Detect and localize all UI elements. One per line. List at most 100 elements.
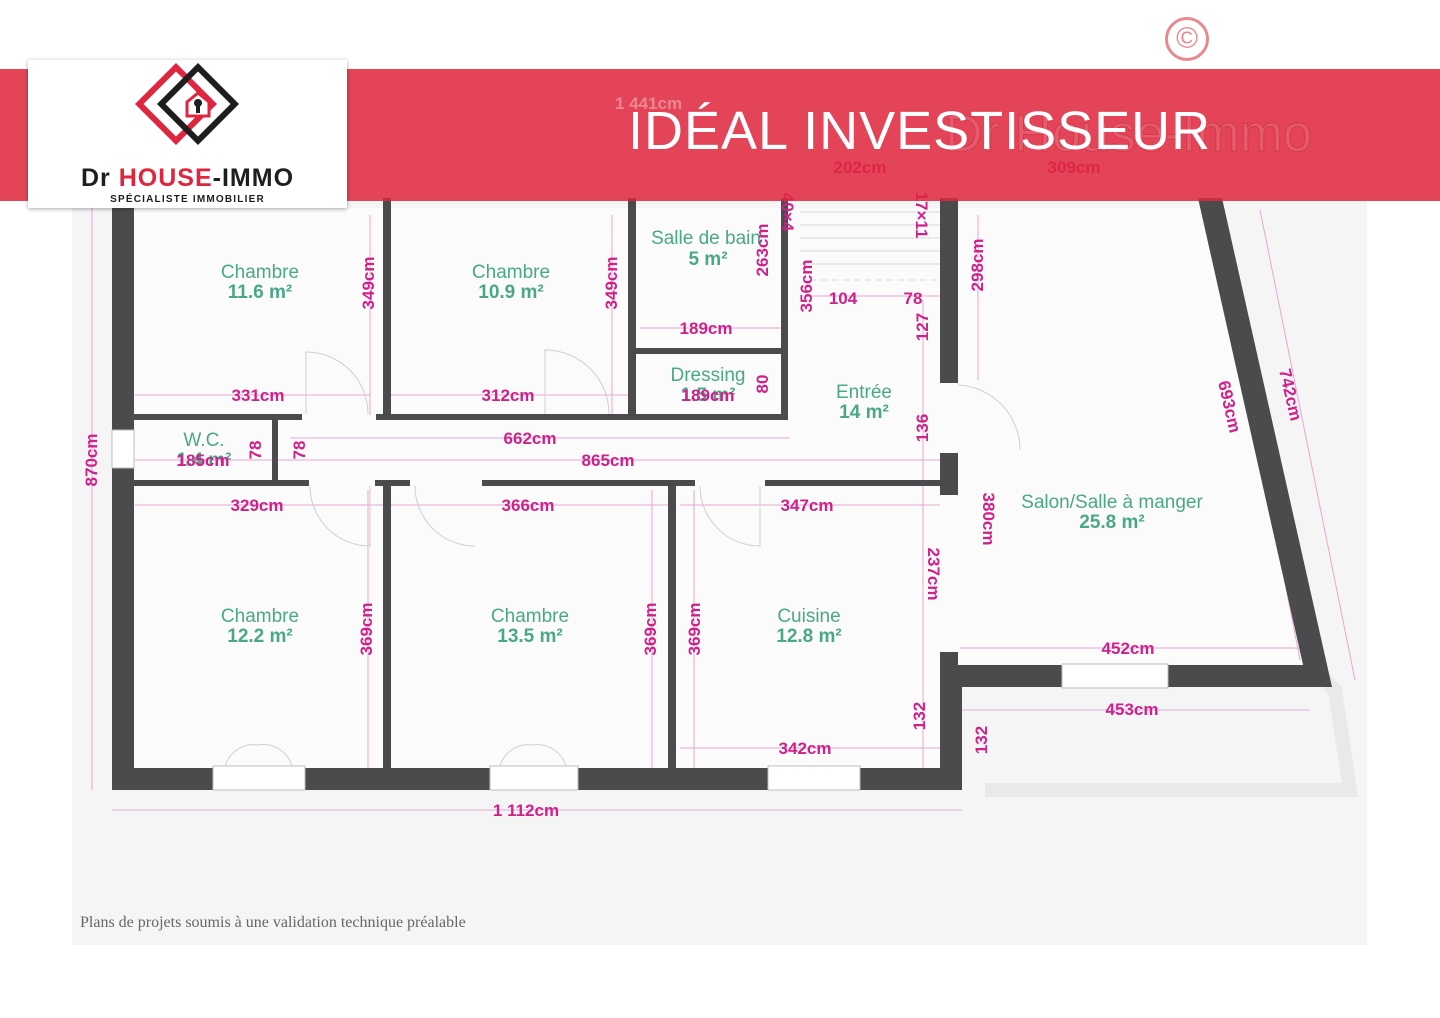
dim-662: 662cm xyxy=(504,429,557,448)
dim-349a: 349cm xyxy=(359,257,378,310)
logo-tagline: SPÉCIALISTE IMMOBILIER xyxy=(110,194,265,205)
logo: Dr HOUSE-IMMO SPÉCIALISTE IMMOBILIER xyxy=(28,60,347,208)
wall-salon-bottom-2 xyxy=(1168,665,1310,687)
wall-corridor-top-2 xyxy=(376,414,788,420)
room-name-dressing: Dressing xyxy=(671,365,746,386)
logo-brand-dash: - xyxy=(212,164,222,192)
dim-369a: 369cm xyxy=(357,603,376,656)
dim-865: 865cm xyxy=(582,451,635,470)
room-area-dressing: 1.5 m² xyxy=(681,385,736,406)
wall-ch4-kitchen xyxy=(668,485,676,770)
dim-132b: 132 xyxy=(972,726,991,754)
wall-ch3-ch4 xyxy=(383,485,391,770)
dim-356: 356cm xyxy=(797,260,816,313)
dim-189b: 189cm xyxy=(682,386,735,405)
dim-127: 127 xyxy=(913,313,932,341)
dim-366: 366cm xyxy=(502,496,555,515)
wall-slanted-right xyxy=(1198,198,1332,687)
logo-brand-text: Dr HOUSE-IMMO xyxy=(28,164,347,193)
wall-corridor-bottom-3 xyxy=(482,480,695,486)
dim-380: 380cm xyxy=(979,493,998,546)
dim-369b: 369cm xyxy=(641,603,660,656)
wall-bottom-1 xyxy=(112,768,213,790)
room-name-entree: Entrée xyxy=(836,382,892,403)
page-title: IDÉAL INVESTISSEUR xyxy=(628,101,1212,161)
logo-brand-dr: Dr xyxy=(80,164,111,192)
dim-453: 453cm xyxy=(1106,700,1159,719)
room-labels: Chambre 11.6 m² Chambre 10.9 m² Salle de… xyxy=(177,228,1204,647)
room-area-entree: 14 m² xyxy=(839,402,889,423)
floor-area xyxy=(112,208,1310,785)
wall-step xyxy=(940,665,962,790)
dim-331: 331cm xyxy=(232,386,285,405)
wall-corridor-top-1 xyxy=(134,414,302,420)
dim-1112: 1 112cm xyxy=(493,801,559,820)
window-1 xyxy=(212,765,306,791)
wall-entry-upper xyxy=(940,198,958,383)
dim-342: 342cm xyxy=(779,739,832,758)
footnote: Plans de projets soumis à une validation… xyxy=(80,914,466,931)
dim-17x11: 17×11 xyxy=(912,192,931,239)
wall-bath-stairs xyxy=(781,198,788,418)
wall-corridor-bottom-4 xyxy=(765,480,945,486)
dim-263: 263cm xyxy=(753,224,772,277)
window-4 xyxy=(1061,663,1169,689)
wall-ch1-ch2 xyxy=(383,198,391,418)
wall-entry-lower xyxy=(940,453,958,495)
room-name-chambre-1: Chambre xyxy=(221,262,299,283)
wall-ch2-bath xyxy=(628,198,636,418)
dim-329: 329cm xyxy=(231,496,284,515)
wall-bottom-2 xyxy=(305,768,490,790)
dim-369c: 369cm xyxy=(685,603,704,656)
room-name-wc: W.C. xyxy=(183,430,224,451)
logo-brand-house: HOUSE xyxy=(118,164,213,192)
dim-185: 185cm xyxy=(177,451,230,470)
copyright-icon: © xyxy=(1165,17,1209,61)
room-name-chambre-2: Chambre xyxy=(472,262,550,283)
wall-bottom-3 xyxy=(578,768,768,790)
dim-104: 104 xyxy=(829,289,858,308)
room-name-salle-de-bain: Salle de bain xyxy=(651,228,761,249)
window-2 xyxy=(489,765,579,791)
window-wc xyxy=(111,429,135,469)
wall-bath-dressing xyxy=(636,348,784,354)
window-3 xyxy=(767,765,861,791)
ghost-scale-label: 1 441cm xyxy=(615,94,683,113)
dim-347: 347cm xyxy=(781,496,834,515)
dim-870: 870cm xyxy=(82,434,101,487)
room-area-cuisine: 12.8 m² xyxy=(776,626,841,647)
room-name-chambre-4: Chambre xyxy=(491,606,569,627)
room-area-chambre-3: 12.2 m² xyxy=(227,626,292,647)
wall-entry-stub xyxy=(940,652,958,668)
dim-78c: 78 xyxy=(290,441,309,460)
dim-136: 136 xyxy=(913,414,932,442)
room-area-chambre-4: 13.5 m² xyxy=(497,626,562,647)
wall-corridor-bottom-1 xyxy=(134,480,309,486)
dim-78a: 78 xyxy=(904,289,923,308)
house-keyhole-icon xyxy=(134,62,240,146)
wall-salon-bottom-1 xyxy=(940,665,1062,687)
room-area-salle-de-bain: 5 m² xyxy=(688,249,727,270)
room-name-cuisine: Cuisine xyxy=(777,606,840,627)
dim-298: 298cm xyxy=(968,239,987,292)
windows xyxy=(111,429,1169,791)
room-area-salon: 25.8 m² xyxy=(1079,512,1144,533)
wall-corridor-bottom-2 xyxy=(375,480,410,486)
dim-78b: 78 xyxy=(246,441,265,460)
stairs xyxy=(800,211,940,281)
ghost-brand-watermark: Dr House-Immo xyxy=(945,105,1313,164)
dim-237: 237cm xyxy=(924,548,943,601)
doors xyxy=(224,349,1021,767)
dimension-lines xyxy=(91,200,1356,811)
wall-wc-side xyxy=(272,418,278,484)
room-name-salon: Salon/Salle à manger xyxy=(1021,492,1203,513)
dim-189: 189cm xyxy=(680,319,733,338)
dim-349b: 349cm xyxy=(602,257,621,310)
dim-312: 312cm xyxy=(482,386,535,405)
dim-452: 452cm xyxy=(1102,639,1155,658)
dim-132a: 132 xyxy=(910,702,929,730)
wall-bottom-4 xyxy=(860,768,962,790)
room-area-chambre-2: 10.9 m² xyxy=(478,282,543,303)
dim-80: 80 xyxy=(753,375,772,394)
